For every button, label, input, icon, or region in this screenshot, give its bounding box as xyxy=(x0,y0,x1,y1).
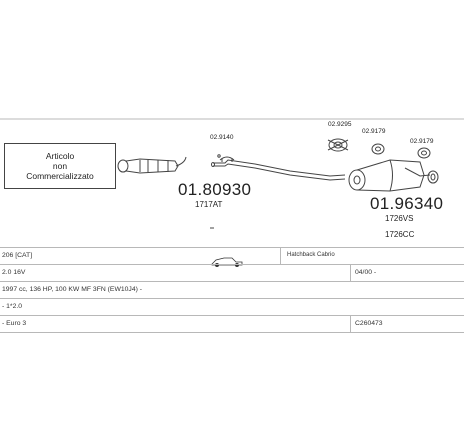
table-row: 2.0 16V 04/00 - xyxy=(0,264,464,281)
table-row: 1997 cc, 136 HP, 100 KW MF 3FN (EW10J4) … xyxy=(0,281,464,298)
notice-line-2: non xyxy=(52,161,68,171)
rear-part-ref-1: 1726VS xyxy=(385,214,414,223)
vehicle-spec-table: 206 [CAT] Hatchback Cabrio 2.0 16V 04/00… xyxy=(0,247,464,333)
model-cell: 206 [CAT] xyxy=(2,252,33,259)
body-cell: Hatchback Cabrio xyxy=(287,252,335,258)
table-row: - 1*2.0 xyxy=(0,298,464,315)
notice-line-3: Commercializzato xyxy=(26,171,94,181)
fitting-rubber-1 xyxy=(371,143,385,155)
fitting-code-3: 02.9179 xyxy=(362,128,386,135)
middle-part-code: 01.80930 xyxy=(178,180,252,199)
date-cell: 04/00 - xyxy=(355,269,377,276)
engine-cell: 2.0 16V xyxy=(2,269,26,276)
middle-part-ref: 1717AT xyxy=(195,200,223,209)
rear-part-ref-2: 1726CC xyxy=(385,230,415,239)
rear-part-code: 01.96340 xyxy=(370,194,444,213)
notice-line-1: Articolo xyxy=(45,151,75,161)
not-available-notice: Articolo non Commercializzato xyxy=(4,143,116,189)
fitting-clamp xyxy=(217,154,235,162)
table-row: - Euro 3 C260473 xyxy=(0,315,464,333)
fitting-hanger-gasket xyxy=(327,138,349,152)
rear-silencer xyxy=(348,159,439,192)
fitting-code-1: 02.9140 xyxy=(210,134,234,141)
table-row: 206 [CAT] Hatchback Cabrio xyxy=(0,247,464,264)
fitting-code-4: 02.9179 xyxy=(410,138,434,145)
catalogue-code-cell: C260473 xyxy=(355,320,383,327)
spec-cell: 1997 cc, 136 HP, 100 KW MF 3FN (EW10J4) … xyxy=(2,286,143,293)
fitting-rubber-2 xyxy=(417,147,431,159)
front-pipe-with-catalyst xyxy=(117,156,187,174)
emission-cell: - Euro 3 xyxy=(2,320,27,327)
middle-pipe xyxy=(211,159,346,181)
fitting-code-2: 02.9295 xyxy=(328,121,352,128)
note-cell: - 1*2.0 xyxy=(2,303,23,310)
